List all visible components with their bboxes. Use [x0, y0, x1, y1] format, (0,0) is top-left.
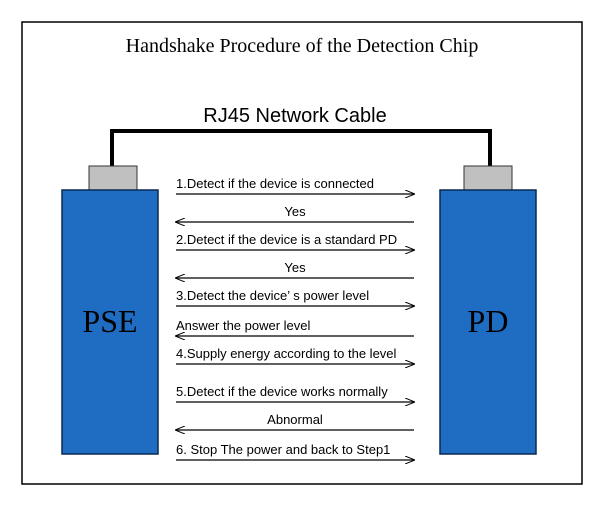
step-label-10: 6. Stop The power and back to Step1 [176, 442, 390, 457]
pse-label: PSE [82, 303, 137, 339]
pd-connector [463, 165, 513, 191]
pse-connector [88, 165, 138, 191]
step-label-1: 1.Detect if the device is connected [176, 176, 374, 191]
step-label-9: Abnormal [267, 412, 323, 427]
diagram-title: Handshake Procedure of the Detection Chi… [126, 35, 479, 57]
pse-device [61, 189, 159, 455]
step-label-3: 2.Detect if the device is a standard PD [176, 232, 397, 247]
cable-label: RJ45 Network Cable [203, 105, 386, 127]
step-label-5: 3.Detect the device’ s power level [176, 288, 369, 303]
pd-label: PD [468, 303, 509, 339]
step-label-2: Yes [284, 204, 306, 219]
step-label-7: 4.Supply energy according to the level [176, 346, 397, 361]
step-label-6: Answer the power level [176, 318, 311, 333]
step-label-8: 5.Detect if the device works normally [176, 384, 388, 399]
step-label-4: Yes [284, 260, 306, 275]
network-cable [110, 129, 492, 166]
pd-device [439, 189, 537, 455]
